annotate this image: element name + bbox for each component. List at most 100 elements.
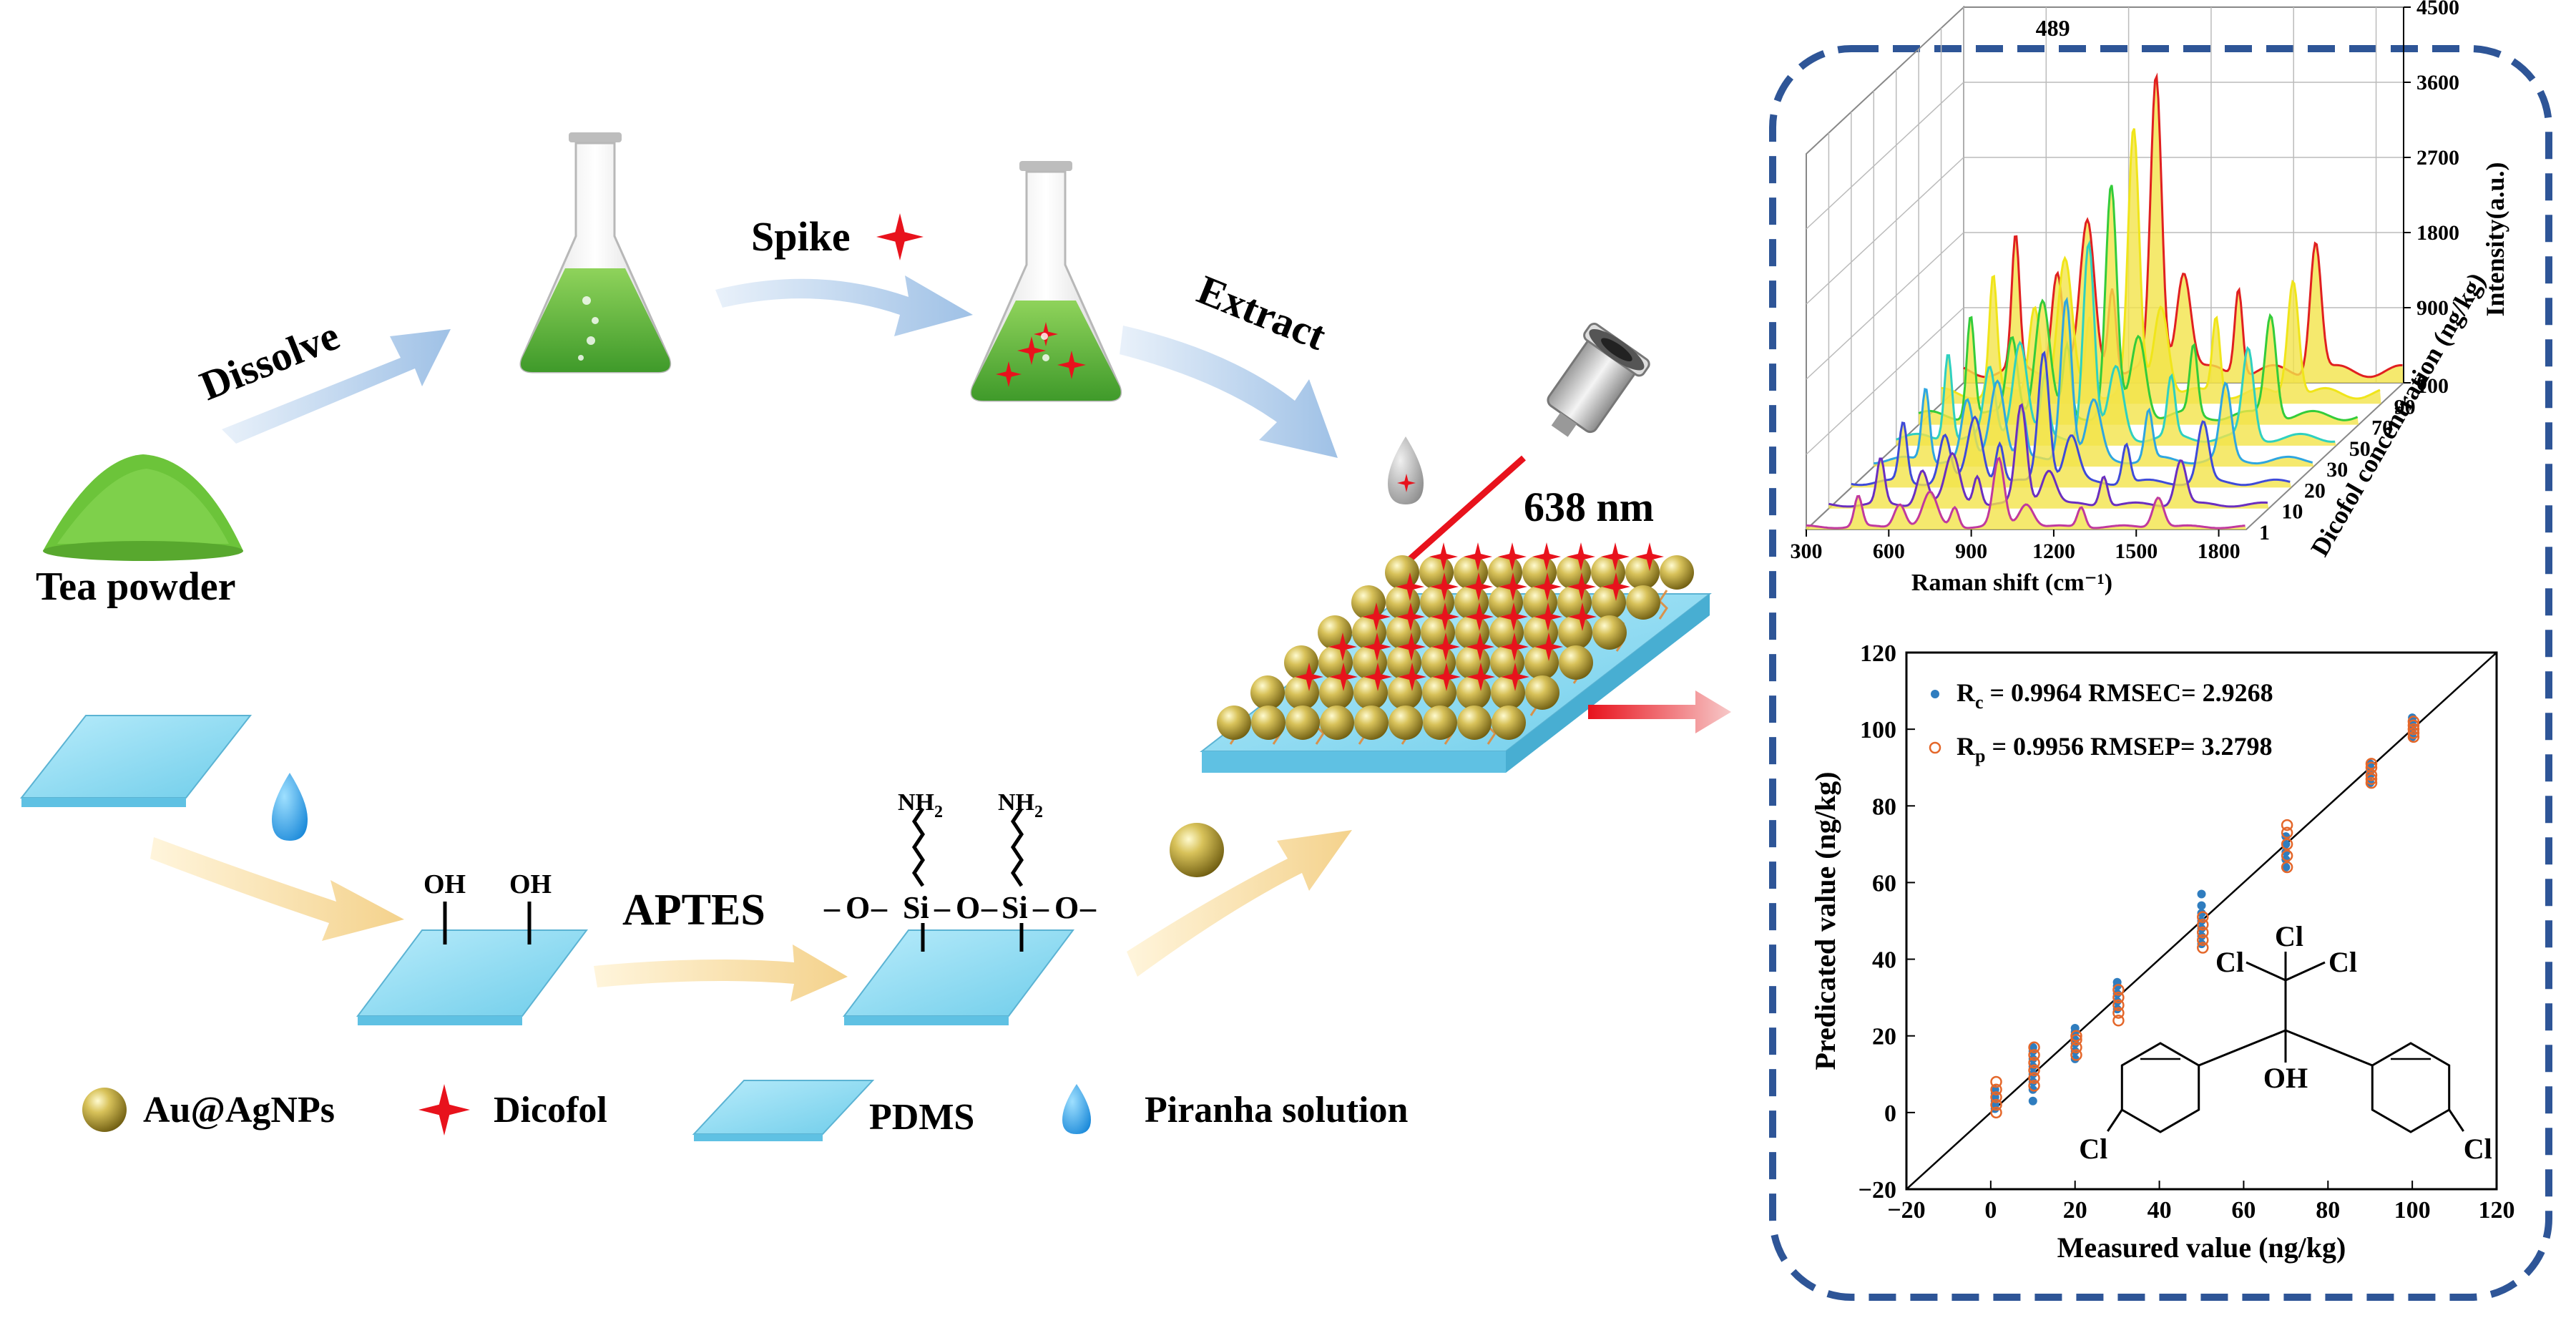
prediction-point: [2070, 1030, 2082, 1042]
spectrum-fill-90: [1941, 128, 2381, 404]
prediction-point: [2028, 1072, 2040, 1084]
oh-label-1: OH: [423, 869, 466, 899]
bond: [2246, 961, 2286, 982]
x-tick-label: 1800: [2198, 540, 2240, 563]
prediction-point: [2365, 758, 2378, 770]
prediction-point: [2112, 1007, 2125, 1019]
prediction-point: [1990, 1091, 2002, 1103]
spike-arrow: [715, 275, 973, 336]
piranha-arrow: [150, 837, 404, 941]
calibration-point: [2070, 1054, 2080, 1063]
x-tick-label: 20: [2063, 1197, 2087, 1224]
laser-wavelength-label: 638 nm: [1524, 484, 1654, 530]
calibration-point: [2112, 989, 2122, 998]
bond: [2198, 1029, 2286, 1067]
benzene-ring: [2120, 1042, 2200, 1133]
nh2-label-1: NH2: [898, 789, 943, 821]
svg-text:O: O: [956, 890, 980, 925]
x-tick-label: −20: [1887, 1197, 1925, 1224]
x-tick-label: 80: [2316, 1197, 2340, 1224]
substrate-sphere: [1388, 675, 1422, 710]
svg-text:–: –: [1032, 890, 1049, 925]
prediction-point: [2281, 861, 2293, 874]
hydroxyl-label: OH: [2263, 1062, 2308, 1094]
pdms-plate-aptes: [843, 807, 1074, 1025]
depth-tick-label: 1: [2259, 521, 2270, 545]
prediction-point: [2070, 1049, 2082, 1061]
substrate-sphere: [1592, 615, 1627, 650]
calibration-point: [2281, 839, 2291, 849]
y-tick-label: 40: [1872, 947, 1896, 974]
sers-substrate: [1200, 542, 1712, 773]
bond: [2107, 1109, 2123, 1132]
calibration-point: [2281, 863, 2291, 872]
legend-label-pdms: PDMS: [869, 1097, 974, 1138]
extract-arrow: [1120, 326, 1338, 458]
depth-axis-title: Dicofol concentration (ng/kg): [2305, 268, 2491, 561]
pdms-plate-hydroxylated: [356, 902, 588, 1025]
left-gridline: [1806, 82, 1964, 230]
legend: Au@AgNPs Dicofol PDMS Piranha solution: [82, 1080, 1408, 1141]
substrate-sphere: [1217, 706, 1251, 740]
substrate-sphere: [1319, 675, 1353, 710]
z-tick-label: 4500: [2416, 0, 2459, 19]
extract-label: Extract: [1191, 266, 1333, 360]
z-tick-label: 1800: [2416, 221, 2459, 245]
x-tick-label: 1200: [2032, 540, 2075, 563]
calibration-point: [2028, 1096, 2037, 1105]
chlorine-label: Cl: [2328, 946, 2357, 978]
depth-tick-label: 30: [2326, 458, 2348, 482]
bond: [2285, 1029, 2373, 1067]
substrate-sphere: [1389, 706, 1423, 740]
y-axis-title: Predicated value (ng/kg): [1809, 771, 1841, 1070]
legend-calibration-text: Rc = 0.9964 RMSEC= 2.9268: [1957, 678, 2273, 713]
prediction-point: [2070, 1041, 2082, 1054]
dissolve-arrow: [222, 329, 451, 444]
substrate-sphere: [1492, 706, 1526, 740]
depth-tick-label: 20: [2304, 479, 2326, 502]
prediction-point: [2365, 769, 2378, 781]
prediction-point: [2365, 773, 2378, 786]
substrate-sphere: [1456, 675, 1491, 710]
calibration-point: [2366, 759, 2375, 768]
legend-pdms-icon: [692, 1080, 875, 1141]
legend-prediction-text: Rp = 0.9956 RMSEP= 3.2798: [1957, 732, 2273, 766]
prediction-point: [2407, 731, 2420, 743]
calibration-point: [2197, 939, 2206, 949]
y-tick-label: 60: [1872, 870, 1896, 897]
y-tick-label: 0: [1884, 1100, 1896, 1127]
chlorine-label: Cl: [2275, 920, 2303, 952]
substrate-sphere: [1354, 706, 1389, 740]
peak-label: 489: [2036, 15, 2070, 41]
sample-droplet-icon: [1388, 436, 1424, 504]
calibration-point: [2112, 1005, 2122, 1014]
prediction-point: [2407, 719, 2420, 732]
to-analysis-arrow: [1588, 690, 1731, 733]
substrate-sphere: [1251, 706, 1285, 740]
flask-dissolved-tea: [519, 132, 672, 374]
au-ag-sphere-icon: [1170, 823, 1224, 877]
y-tick-label: 100: [1860, 717, 1896, 743]
x-tick-label: 600: [1873, 540, 1905, 563]
tea-powder-label: Tea powder: [36, 565, 236, 609]
prediction-point: [2070, 1033, 2082, 1046]
prediction-point: [2197, 919, 2209, 931]
prediction-point: [2112, 999, 2125, 1012]
svg-text:Si: Si: [1001, 890, 1028, 925]
legend-calibration-marker: [1931, 690, 1939, 698]
prediction-point: [2365, 776, 2378, 789]
prediction-point: [2281, 826, 2293, 839]
laser-beam: [1393, 455, 1526, 575]
spectrum-line-1: [1806, 457, 2246, 529]
tea-powder-pile: [43, 454, 243, 561]
svg-text:–: –: [934, 890, 951, 925]
flask-spiked-tea: [970, 161, 1122, 402]
substrate-sphere: [1524, 645, 1559, 680]
legend-star-icon: [418, 1084, 470, 1136]
calibration-point: [2028, 1062, 2037, 1071]
x-tick-label: 1500: [2115, 540, 2158, 563]
calibration-point: [2028, 1054, 2037, 1063]
bond: [2285, 961, 2326, 982]
